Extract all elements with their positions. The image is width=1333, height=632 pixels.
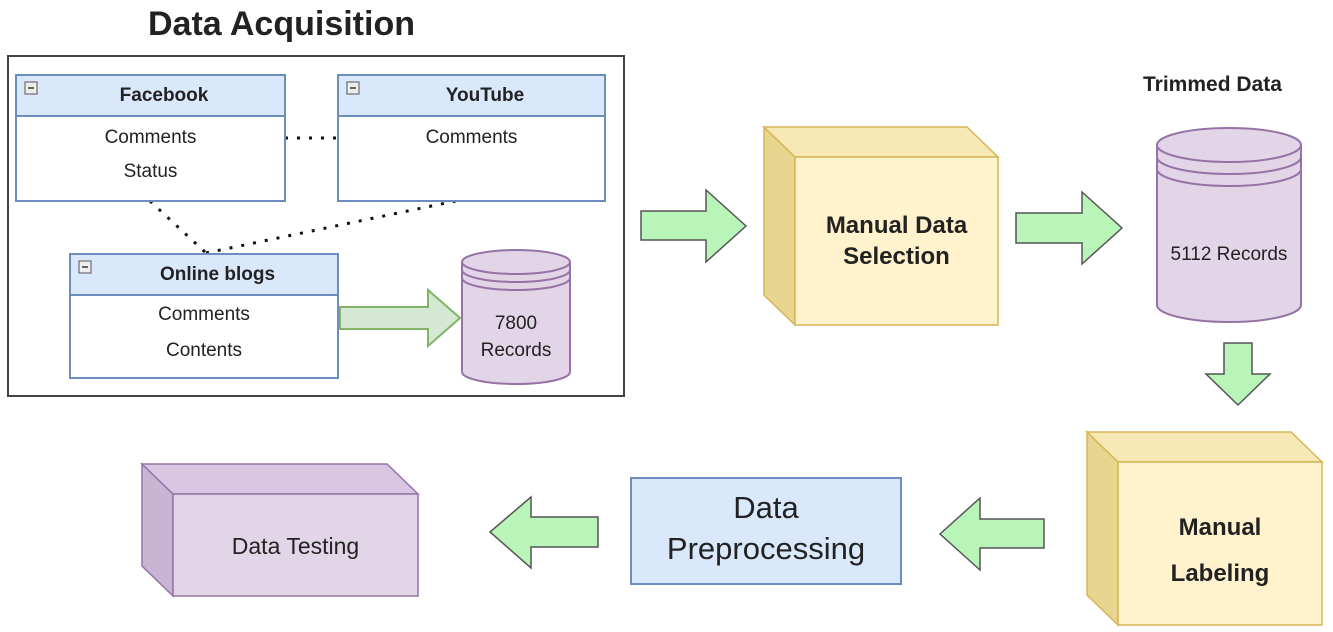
entity-online-blogs: [69, 253, 339, 379]
arrow-preprocessing-to-testing: [488, 495, 599, 570]
arrow-selection-to-trimmed: [1015, 190, 1124, 266]
cube-data-testing: [140, 462, 420, 598]
relation-youtube-blogs: [205, 196, 471, 255]
database-raw-records: [461, 249, 571, 385]
cube-manual-data-selection: [762, 125, 1000, 327]
arrow-acquisition-to-selection: [640, 188, 748, 264]
arrow-labeling-to-preprocessing: [938, 496, 1045, 572]
entity-facebook: [15, 74, 286, 202]
arrow-blogs-to-database: [339, 287, 462, 349]
entity-youtube: [337, 74, 606, 202]
relation-facebook-blogs: [148, 199, 208, 255]
box-data-preprocessing: [630, 477, 902, 585]
arrow-trimmed-to-labeling: [1204, 342, 1272, 407]
database-trimmed-records: [1156, 127, 1302, 323]
cube-manual-labeling: [1085, 430, 1324, 627]
